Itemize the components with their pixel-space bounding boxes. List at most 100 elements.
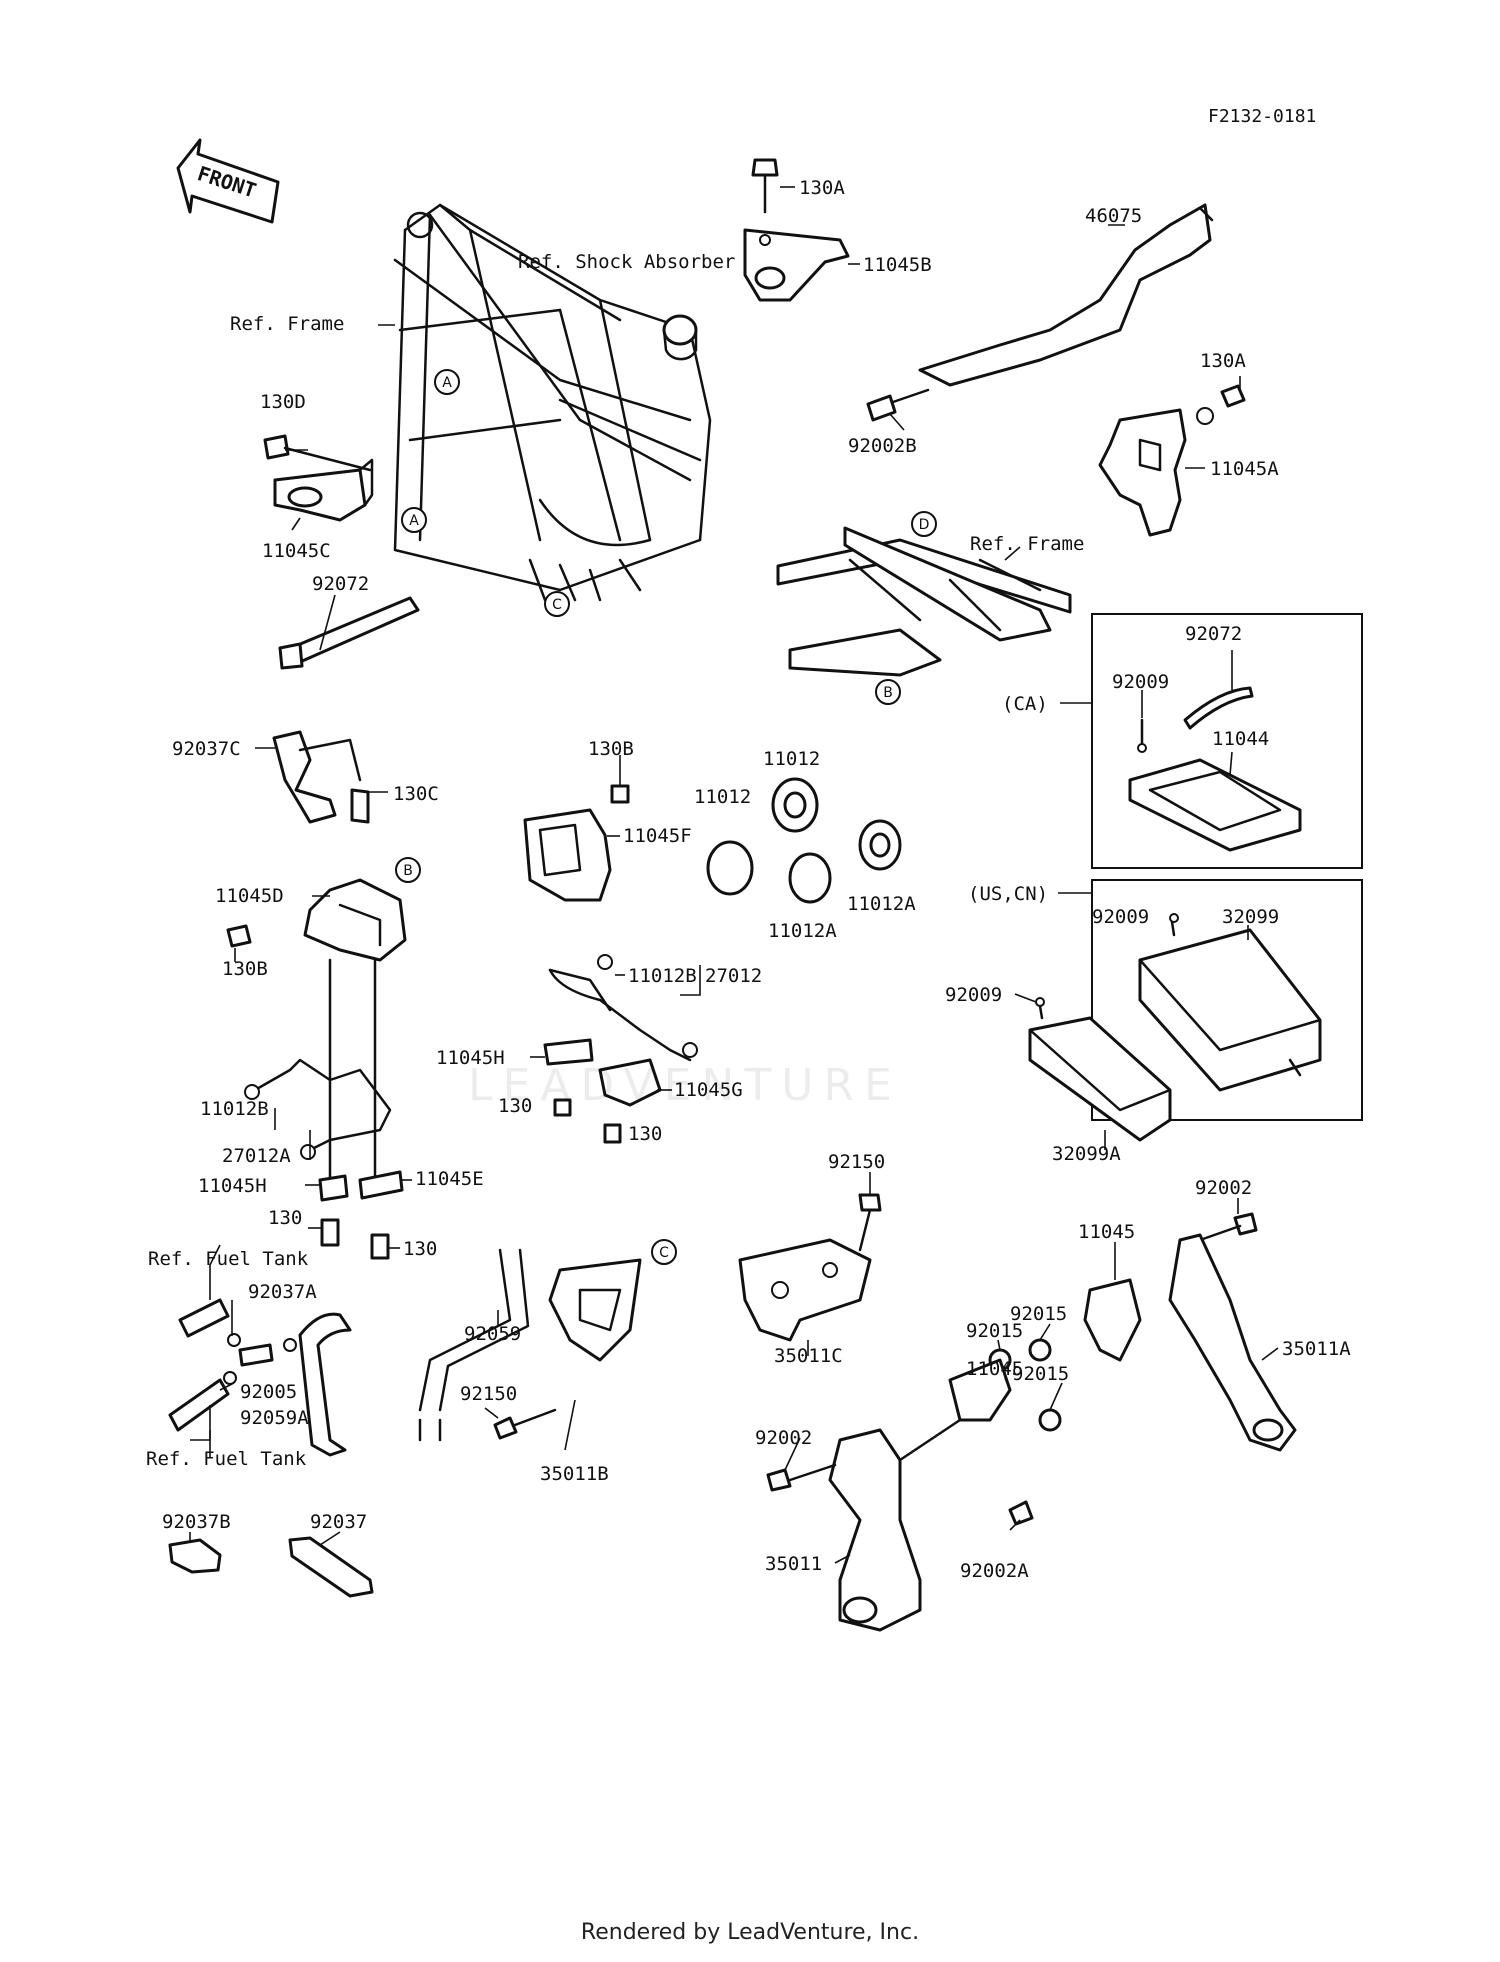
bolt-92002B [866, 388, 930, 422]
label-92059: 92059 [464, 1323, 521, 1345]
cdi-unit-32099 [1138, 928, 1322, 1092]
label-35011: 35011 [765, 1553, 822, 1575]
strap-92072-left [278, 596, 420, 670]
svg-text:D: D [919, 517, 930, 533]
strap-92072-box [1183, 686, 1254, 730]
label-130A-right: 130A [1200, 350, 1246, 372]
label-11012-b: 11012 [694, 786, 751, 808]
label-130D: 130D [260, 391, 306, 413]
label-130-mid1: 130 [498, 1095, 532, 1117]
label-11012B-mid: 11012B [628, 965, 697, 987]
subframe-drawing [776, 526, 1072, 677]
bolt-92002A [1008, 1500, 1034, 1526]
label-92037C: 92037C [172, 738, 241, 760]
bolt-130A-right [1196, 384, 1246, 425]
diagram-code: F2132-0181 [1208, 106, 1316, 127]
label-92009-loose: 92009 [945, 984, 1002, 1006]
bracket-11045G [598, 1058, 662, 1107]
label-130-left2: 130 [403, 1238, 437, 1260]
harness-27012A [244, 958, 392, 1182]
watermark: LEADVENTURE [468, 1060, 902, 1111]
label-92150-top: 92150 [828, 1151, 885, 1173]
hose-92059 [418, 1248, 530, 1442]
bolt-92002-right [1198, 1212, 1258, 1242]
bolt-130A-top [751, 158, 779, 214]
label-11045A: 11045A [1210, 458, 1279, 480]
label-ref-frame-2: Ref. Frame [970, 533, 1084, 555]
label-35011C: 35011C [774, 1345, 843, 1367]
fuel-hoses [168, 1298, 352, 1457]
callout-B-1: B [875, 679, 901, 705]
bracket-11045C [273, 458, 374, 522]
bracket-35011A [1168, 1233, 1297, 1452]
label-11045-upper: 11045 [1078, 1221, 1135, 1243]
screw-92009-loose [1035, 997, 1045, 1020]
clamp-92037C [272, 730, 362, 824]
label-92002-right: 92002 [1195, 1177, 1252, 1199]
label-11045E: 11045E [415, 1168, 484, 1190]
label-92037: 92037 [310, 1511, 367, 1533]
label-92015-c: 92015 [1012, 1363, 1069, 1385]
label-92002-left: 92002 [755, 1427, 812, 1449]
label-130C: 130C [393, 783, 439, 805]
cdi-unit-32099A [1028, 1016, 1172, 1142]
label-ref-shock-absorber: Ref. Shock Absorber [518, 251, 735, 273]
grommets-11012 [706, 777, 902, 904]
callout-D-2: D [911, 511, 937, 537]
label-92009-box1: 92009 [1112, 671, 1169, 693]
label-92150-mid: 92150 [460, 1383, 517, 1405]
bracket-11045-upper [1083, 1278, 1142, 1362]
label-46075: 46075 [1085, 205, 1142, 227]
bracket-11045F [523, 808, 612, 902]
label-92005: 92005 [240, 1381, 297, 1403]
bushing-spacer [662, 314, 698, 361]
label-ref-frame-1: Ref. Frame [230, 313, 344, 335]
label-35011A: 35011A [1282, 1338, 1351, 1360]
callout-C-2: C [651, 1239, 677, 1265]
label-11045D: 11045D [215, 885, 284, 907]
label-11045G: 11045G [674, 1079, 743, 1101]
label-92072-left: 92072 [312, 573, 369, 595]
callout-A-2: A [401, 507, 427, 533]
bolt-130D [263, 434, 372, 472]
label-11045H-mid: 11045H [436, 1047, 505, 1069]
label-11044: 11044 [1212, 728, 1269, 750]
frame-drawing [393, 203, 712, 602]
bracket-11045H-left [318, 1174, 349, 1202]
svg-text:A: A [442, 375, 452, 391]
front-arrow-icon: FRONT [176, 138, 280, 224]
callout-B-2: B [395, 857, 421, 883]
bolt-130C [350, 788, 370, 824]
label-11012A-b: 11012A [768, 920, 837, 942]
battery-tray-11044 [1128, 758, 1302, 852]
leader-lines [189, 186, 1279, 1564]
label-11012B-left: 11012B [200, 1098, 269, 1120]
callout-A-1: A [434, 369, 460, 395]
bolt-92002-left [766, 1463, 837, 1492]
label-11012A-a: 11012A [847, 893, 916, 915]
bracket-35011C [738, 1238, 872, 1342]
bracket-11045B [743, 228, 850, 302]
callout-C-1: C [544, 591, 570, 617]
bracket-11045A [1098, 408, 1187, 537]
label-11045F: 11045F [623, 825, 692, 847]
part-labels: 130A Ref. Shock Absorber 11045B 46075 Re… [146, 177, 1351, 1582]
strap-46075 [918, 203, 1214, 387]
label-us-cn: (US,CN) [968, 883, 1048, 905]
bolts-130-mid [553, 1098, 622, 1144]
bracket-11045E [358, 1170, 404, 1200]
svg-text:C: C [659, 1245, 669, 1261]
svg-text:B: B [403, 863, 413, 879]
screw-92009-box2 [1169, 913, 1179, 937]
label-32099A: 32099A [1052, 1143, 1121, 1165]
label-11045B: 11045B [863, 254, 932, 276]
footer-credit: Rendered by LeadVenture, Inc. [580, 1920, 920, 1945]
label-32099: 32099 [1222, 906, 1279, 928]
label-130-mid2: 130 [628, 1123, 662, 1145]
bolt-130B-left [226, 924, 252, 948]
label-130B-mid: 130B [588, 738, 634, 760]
label-92059A: 92059A [240, 1407, 309, 1429]
bracket-11045H-mid [543, 1038, 594, 1066]
ca-variant-box [1091, 613, 1363, 869]
